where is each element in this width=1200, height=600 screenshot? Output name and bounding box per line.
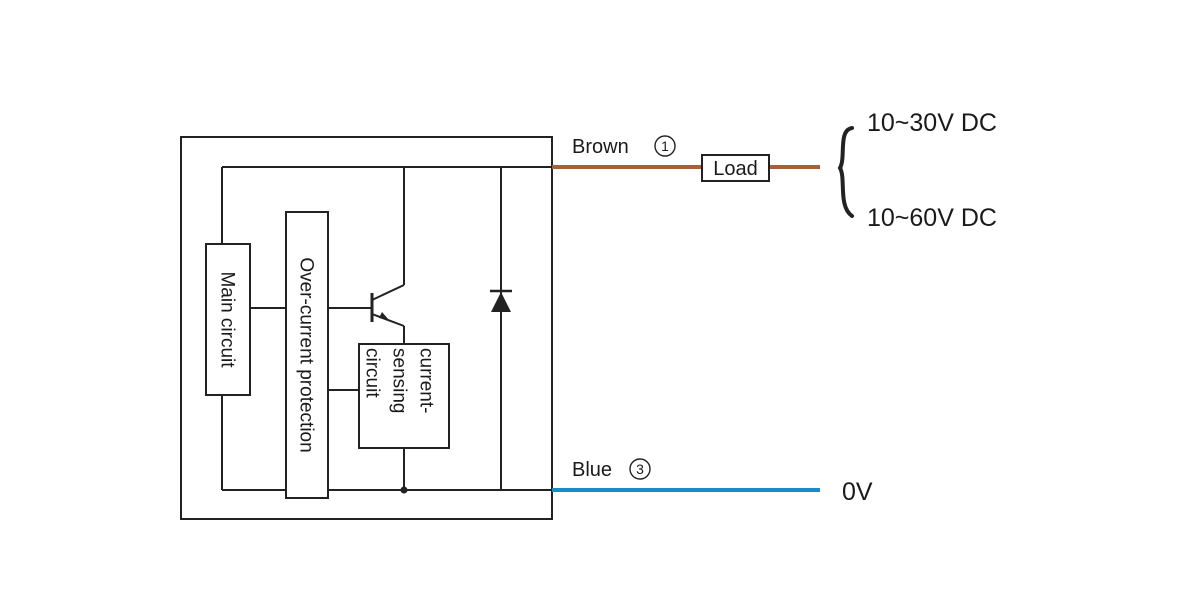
current-sensing-label-line3: circuit <box>361 348 382 398</box>
curly-brace-icon <box>837 126 854 218</box>
internal-wiring <box>221 166 552 491</box>
current-sensing-label-line2: sensing <box>388 348 409 414</box>
main-circuit-block <box>205 243 251 396</box>
load-label: Load <box>713 158 758 180</box>
blue-label: Blue <box>572 459 612 481</box>
current-sensing-label-line1: current- <box>415 348 436 413</box>
main-circuit-label: Main circuit <box>216 271 237 368</box>
over-current-protection-label: Over-current protection <box>295 257 316 452</box>
diode-icon <box>490 289 512 312</box>
blue-pin-badge: 3 <box>629 458 651 480</box>
brown-label: Brown <box>572 136 629 158</box>
load-box <box>701 154 770 182</box>
brown-pin-number: 1 <box>661 138 669 154</box>
junction-dot-icon <box>400 486 408 494</box>
ground-label: 0V <box>842 478 873 506</box>
supply-upper-label: 10~30V DC <box>867 109 997 137</box>
current-sensing-block <box>358 343 450 449</box>
npn-transistor-icon <box>370 284 405 344</box>
brown-pin-badge: 1 <box>654 135 676 157</box>
over-current-protection-block <box>285 211 329 499</box>
supply-lower-label: 10~60V DC <box>867 204 997 232</box>
blue-pin-number: 3 <box>636 461 644 477</box>
